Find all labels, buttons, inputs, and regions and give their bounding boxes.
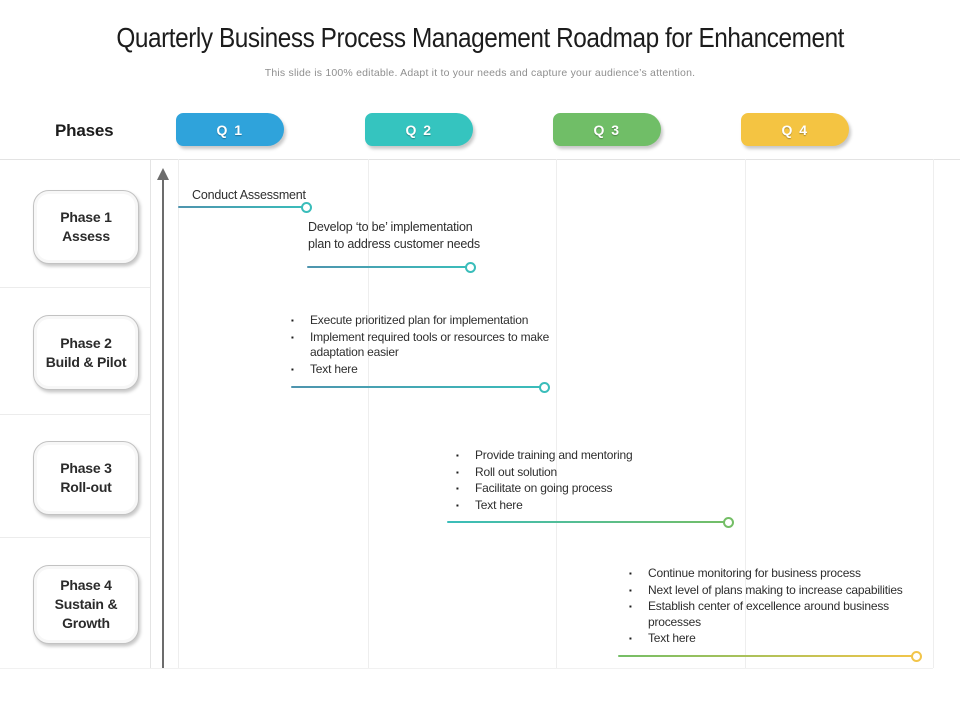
grid-right-border-line xyxy=(933,159,934,668)
tab-q2: Q 2 xyxy=(365,113,473,146)
task-develop-timeline xyxy=(307,266,469,268)
bullet-item: ▪ Text here xyxy=(627,631,927,647)
bullet-item: ▪ Continue monitoring for business proce… xyxy=(627,566,927,582)
tab-q3: Q 3 xyxy=(553,113,661,146)
sidebar-row-separator-1 xyxy=(0,287,150,288)
tab-q4: Q 4 xyxy=(741,113,849,146)
bullet-icon: ▪ xyxy=(291,332,294,342)
phase-card-1: Phase 1 Assess xyxy=(33,190,139,264)
phases-label: Phases xyxy=(55,121,114,140)
bullet-text: Roll out solution xyxy=(475,464,557,479)
task-rollout-bullet-list: ▪ Provide training and mentoring ▪ Roll … xyxy=(454,448,744,513)
bullet-icon: ▪ xyxy=(629,569,632,578)
sidebar-row-separator-3 xyxy=(0,537,150,538)
bullet-item: ▪ Next level of plans making to increase… xyxy=(627,583,927,599)
sidebar-divider-line xyxy=(150,159,151,668)
phase-2-number: Phase 2 xyxy=(60,334,112,351)
grid-column-line-q3 xyxy=(556,159,557,668)
task-assess-marker-icon xyxy=(301,202,312,213)
bullet-item: ▪ Text here xyxy=(454,498,744,514)
task-rollout-timeline xyxy=(447,521,727,523)
bullet-item: ▪ Text here xyxy=(289,362,551,378)
bullet-text: Provide training and mentoring xyxy=(475,448,633,462)
bullet-icon: ▪ xyxy=(456,484,459,493)
task-sustain-timeline xyxy=(618,655,915,657)
tab-q4-label: Q 4 xyxy=(781,121,809,138)
tab-q3-label: Q 3 xyxy=(593,121,621,138)
grid-column-line-q2 xyxy=(368,159,369,668)
grid-bottom-line xyxy=(0,668,933,669)
phase-4-name: Sustain & Growth xyxy=(54,596,118,631)
bullet-text: Text here xyxy=(475,497,523,512)
bullet-item: ▪ Execute prioritized plan for implement… xyxy=(289,313,551,329)
bullet-text: Execute prioritized plan for implementat… xyxy=(310,313,529,327)
phase-card-4: Phase 4 Sustain & Growth xyxy=(33,565,139,644)
phase-1-number: Phase 1 xyxy=(60,209,112,225)
bullet-icon: ▪ xyxy=(291,364,294,374)
bullet-text: Implement required tools or resources to… xyxy=(310,329,550,360)
bullet-icon: ▪ xyxy=(629,634,632,643)
task-sustain-marker-icon xyxy=(911,651,922,662)
tab-q1: Q 1 xyxy=(176,113,284,146)
bullet-text: Text here xyxy=(648,631,696,645)
phase-3-number: Phase 3 xyxy=(60,460,112,476)
phase-4-number: Phase 4 xyxy=(60,577,112,593)
bullet-item: ▪ Facilitate on going process xyxy=(454,481,744,497)
task-assess-label: Conduct Assessment xyxy=(192,188,306,202)
bullet-item: ▪ Provide training and mentoring xyxy=(454,448,744,464)
bullet-text: Facilitate on going process xyxy=(475,481,613,495)
bullet-icon: ▪ xyxy=(456,467,459,477)
task-assess-timeline xyxy=(178,206,306,208)
bullet-icon: ▪ xyxy=(456,500,459,510)
grid-top-line xyxy=(0,159,960,160)
page-subtitle: This slide is 100% editable. Adapt it to… xyxy=(264,67,696,79)
bullet-text: Text here xyxy=(310,361,358,376)
bullet-item: ▪ Implement required tools or resources … xyxy=(289,330,551,361)
task-rollout-marker-icon xyxy=(723,517,734,528)
tab-q2-label: Q 2 xyxy=(405,121,433,138)
task-develop-label: Develop ‘to be’ implementation plan to a… xyxy=(308,220,480,251)
phase-card-2: Phase 2 Build & Pilot xyxy=(33,315,139,390)
timeline-arrow-line xyxy=(162,178,164,668)
bullet-item: ▪ Establish center of excellence around … xyxy=(627,599,927,630)
bullet-item: ▪ Roll out solution xyxy=(454,465,744,481)
task-sustain-bullet-list: ▪ Continue monitoring for business proce… xyxy=(627,566,927,647)
bullet-icon: ▪ xyxy=(629,602,632,611)
tab-q1-label: Q 1 xyxy=(216,121,244,138)
phase-2-name: Build & Pilot xyxy=(45,353,127,370)
bullet-text: Next level of plans making to increase c… xyxy=(648,582,903,597)
grid-column-line-q1 xyxy=(178,159,179,668)
title-wrap: Quarterly Business Process Management Ro… xyxy=(0,22,960,54)
bullet-text: Establish center of excellence around bu… xyxy=(648,599,889,629)
task-build-bullet-list: ▪ Execute prioritized plan for implement… xyxy=(289,313,551,377)
sidebar-row-separator-2 xyxy=(0,414,150,415)
timeline-arrow-head-icon xyxy=(157,168,169,180)
task-build-marker-icon xyxy=(539,382,550,393)
task-develop-marker-icon xyxy=(465,262,476,273)
phase-1-name: Assess xyxy=(62,228,110,244)
page-title: Quarterly Business Process Management Ro… xyxy=(116,22,844,53)
phase-3-name: Roll-out xyxy=(60,479,112,495)
phase-card-3: Phase 3 Roll-out xyxy=(33,441,139,515)
task-build-timeline xyxy=(291,386,543,388)
bullet-text: Continue monitoring for business process xyxy=(648,566,861,580)
grid-column-line-q4 xyxy=(745,159,746,668)
bullet-icon: ▪ xyxy=(456,451,459,460)
bullet-icon: ▪ xyxy=(291,316,294,325)
bullet-icon: ▪ xyxy=(629,585,632,595)
